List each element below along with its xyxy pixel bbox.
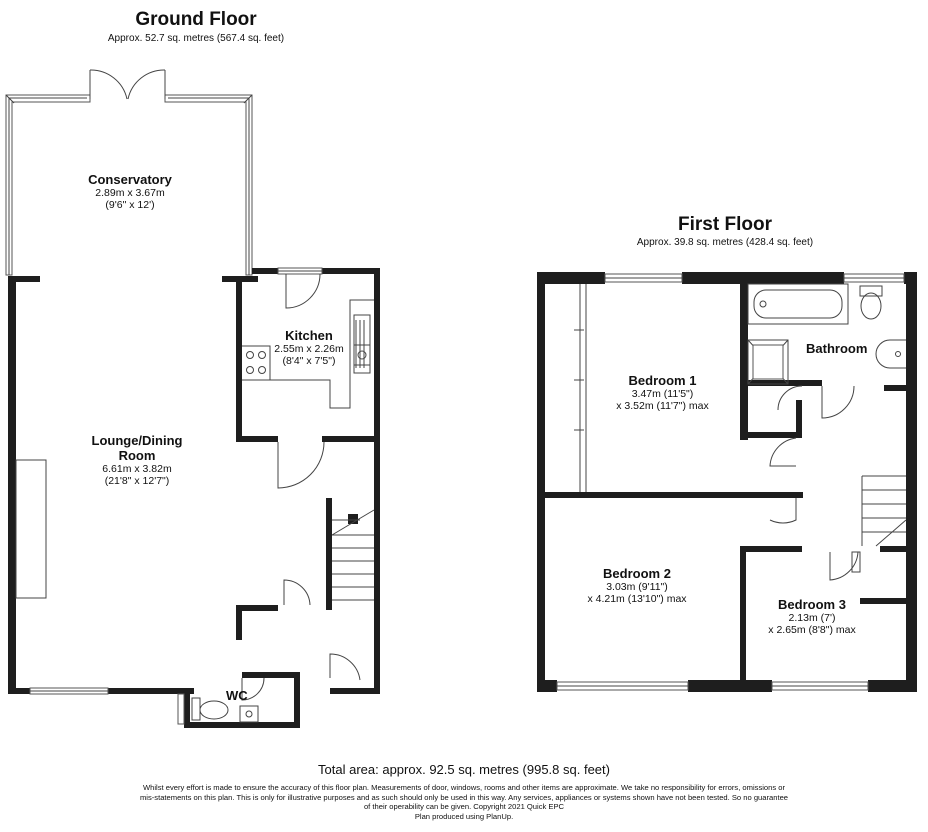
room-name: Bedroom 3 [778,597,846,612]
bathroom-fittings [747,283,906,385]
ground-floor-area: Approx. 52.7 sq. metres (567.4 sq. feet) [107,33,285,44]
conservatory-frame [5,94,253,276]
wc-fittings [191,697,259,723]
conservatory-label: Conservatory 2.89m x 3.67m (9'6" x 12') [60,172,200,211]
lounge-fireplace [15,459,47,599]
room-name: Lounge/Dining [91,433,183,448]
first-floor-stairs [851,475,907,573]
ground-floor-plan [5,69,380,728]
total-area: Total area: approx. 92.5 sq. metres (995… [318,762,610,777]
bathroom-label: Bathroom [806,341,868,356]
room-name: Kitchen [285,328,333,343]
room-dimension-imperial: (8'4" x 7'5") [282,355,336,367]
disclaimer: Whilst every effort is made to ensure th… [64,783,864,821]
first-floor-plan [537,272,917,692]
room-dimension-imperial: x 4.21m (13'10") max [587,593,687,605]
room-dimension-metric: 2.13m (7') [788,612,836,624]
room-dimension-imperial: (21'8" x 12'7") [104,475,170,487]
lounge-label: Lounge/Dining Room 6.61m x 3.82m (21'8" … [62,433,212,487]
room-dimension-imperial: x 3.52m (11'7") max [616,400,709,412]
ground-floor-doors [241,441,361,701]
room-dimension-imperial: x 2.65m (8'8") max [768,624,856,636]
room-name: Bedroom 1 [628,373,697,388]
first-floor-walls [537,272,917,692]
room-name-line-2: Room [118,448,156,463]
ground-floor-walls [8,268,380,728]
room-dimension-metric: 2.89m x 3.67m [95,187,165,199]
room-dimension-metric: 6.61m x 3.82m [102,463,172,475]
kitchen-label: Kitchen 2.55m x 2.26m (8'4" x 7'5") [250,328,368,367]
disclaimer-line-2: mis-statements on this plan. This is onl… [139,792,789,802]
room-dimension-metric: 2.55m x 2.26m [274,343,344,355]
disclaimer-line-3: of their operability can be given. Copyr… [363,802,565,811]
bedroom1-wardrobe [574,284,587,492]
first-floor-area: Approx. 39.8 sq. metres (428.4 sq. feet) [636,237,814,248]
conservatory-french-doors [89,69,166,100]
disclaimer-line-1: Whilst every effort is made to ensure th… [142,783,786,792]
first-floor-doors [769,385,859,581]
bedroom2-label: Bedroom 2 3.03m (9'11") x 4.21m (13'10")… [562,566,712,605]
bedroom3-label: Bedroom 3 2.13m (7') x 2.65m (8'8") max [752,597,872,636]
room-dimension-metric: 3.47m (11'5") [631,388,694,400]
room-name: Conservatory [88,172,172,187]
room-name: Bedroom 2 [603,566,671,581]
bedroom1-label: Bedroom 1 3.47m (11'5") x 3.52m (11'7") … [590,373,735,412]
ground-floor-windows [29,267,323,725]
first-floor-windows [556,273,905,691]
disclaimer-line-4: Plan produced using PlanUp. [414,811,514,821]
room-dimension-metric: 3.03m (9'11") [606,581,668,593]
ground-floor-stairs [331,509,375,601]
first-floor-title: First Floor [678,214,772,235]
kitchen-fittings [242,273,374,409]
ground-floor-title: Ground Floor [135,9,257,30]
wc-label: WC [226,688,248,703]
room-dimension-imperial: (9'6" x 12') [105,199,155,211]
